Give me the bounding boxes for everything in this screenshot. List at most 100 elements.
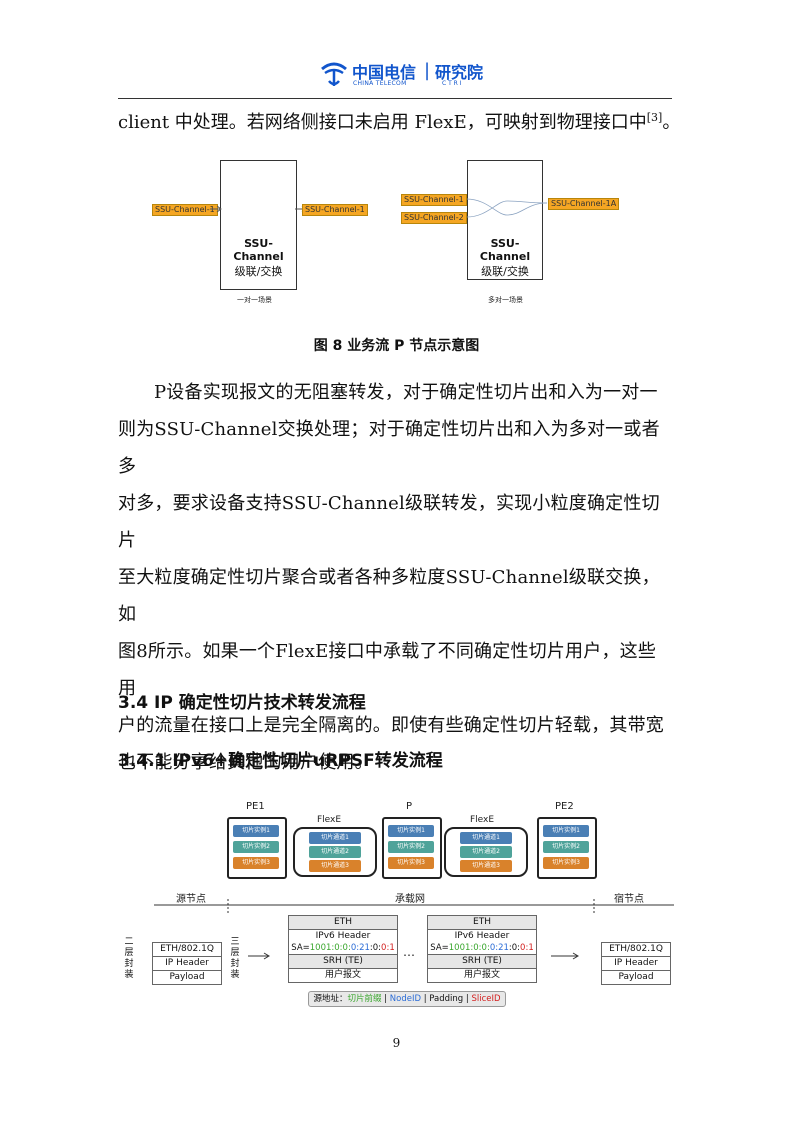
pe2-box: 切片实例1 切片实例2 切片实例3 xyxy=(537,817,597,879)
pe2-slice-3: 切片实例3 xyxy=(543,857,589,869)
flexe1-pipe: 切片通道1 切片通道2 切片通道3 xyxy=(293,827,377,877)
legend-padding: Padding xyxy=(429,994,464,1004)
pe2-slice-2: 切片实例2 xyxy=(543,841,589,853)
para-line-7: 也不能分享给其他的用户使用。 xyxy=(118,752,373,773)
para-line-1: P设备实现报文的无阻塞转发，对于确定性切片出和入为一对一 xyxy=(154,382,658,403)
mid2-user: 用户报文 xyxy=(428,969,536,983)
page-number: 9 xyxy=(392,1036,401,1050)
para-line-6: 户的流量在接口上是完全隔离的。即使有些确定性切片轻载，其带宽 xyxy=(118,715,664,736)
mid2-sa-p1: 1001:0:0: xyxy=(448,943,490,953)
left-scenario-label: 一对一场景 xyxy=(237,296,272,304)
pe2-label: PE2 xyxy=(555,801,574,812)
flexe2-channel-3: 切片通道3 xyxy=(460,860,512,872)
mid1-srh: SRH (TE) xyxy=(289,955,397,969)
mid2-sa-prefix: SA= xyxy=(430,943,449,953)
pe1-label: PE1 xyxy=(246,801,265,812)
left-box-line2: 级联/交换 xyxy=(234,265,283,278)
mid1-eth: ETH xyxy=(289,916,397,930)
flexe2-label: FlexE xyxy=(470,815,495,825)
left-out-tag: SSU-Channel-1 xyxy=(302,204,368,216)
src-payload: Payload xyxy=(153,971,221,985)
top-line-end: 。 xyxy=(662,112,681,133)
mid2-sa-p3: :0: xyxy=(508,943,521,953)
header-rule xyxy=(118,98,672,99)
mid1-ipv6-title: IPv6 Header xyxy=(315,931,371,941)
right-ssu-box: SSU-Channel 级联/交换 xyxy=(467,160,543,280)
arrow-1-icon xyxy=(248,952,270,960)
right-box-line2: 级联/交换 xyxy=(481,265,529,278)
right-cross-lines xyxy=(467,198,547,218)
figure-8: SSU-Channel 级联/交换 SSU-Channel-1 SSU-Chan… xyxy=(140,155,660,315)
region-source: 源节点 xyxy=(176,894,206,905)
legend-sep-2: | xyxy=(421,994,430,1004)
left-in-arrow xyxy=(210,205,222,213)
top-line-text: client 中处理。若网络侧接口未启用 FlexE，可映射到物理接口中 xyxy=(118,112,647,133)
left-box-line1: SSU-Channel xyxy=(233,237,284,263)
region-divider-line xyxy=(154,899,674,913)
src-eth: ETH/802.1Q xyxy=(153,943,221,957)
top-line-ref: [3] xyxy=(646,111,663,124)
mid-stack-2: ETH IPv6 Header SA=1001:0:0:0:21:0:0:1 S… xyxy=(427,915,537,983)
flexe1-channel-1: 切片通道1 xyxy=(309,832,361,844)
legend-prefix: 源地址： xyxy=(313,994,348,1004)
dst-payload: Payload xyxy=(602,971,670,985)
mid2-eth: ETH xyxy=(428,916,536,930)
right-box-line1: SSU-Channel xyxy=(479,237,531,263)
dst-stack: ETH/802.1Q IP Header Payload xyxy=(601,942,671,985)
layer2-label: 二 层 封 装 xyxy=(124,937,134,981)
layer3-char-1: 三 xyxy=(230,937,240,947)
right-scenario-label: 多对一场景 xyxy=(488,296,523,304)
right-in-tag-2: SSU-Channel-2 xyxy=(401,212,467,224)
body-paragraph: P设备实现报文的无阻塞转发，对于确定性切片出和入为一对一 则为SSU-Chann… xyxy=(118,374,674,781)
pe1-slice-1: 切片实例1 xyxy=(233,825,279,837)
flexe2-channel-1: 切片通道1 xyxy=(460,832,512,844)
region-dest: 宿节点 xyxy=(614,894,644,905)
legend-sep-3: | xyxy=(463,994,472,1004)
layer2-char-1: 二 xyxy=(124,937,134,947)
mid2-ipv6-title: IPv6 Header xyxy=(454,931,510,941)
mid1-ipv6: IPv6 Header SA=1001:0:0:0:21:0:0:1 xyxy=(289,930,397,955)
para-line-3: 对多，要求设备支持SSU-Channel级联转发，实现小粒度确定性切片 xyxy=(118,493,660,551)
layer3-char-4: 装 xyxy=(230,970,240,980)
mid2-ipv6: IPv6 Header SA=1001:0:0:0:21:0:0:1 xyxy=(428,930,536,955)
legend-sep-1: | xyxy=(381,994,390,1004)
legend-nodeid: NodeID xyxy=(389,994,422,1004)
left-ssu-box: SSU-Channel 级联/交换 xyxy=(220,160,297,290)
section-3-4-heading: 3.4 IP 确定性切片技术转发流程 xyxy=(118,693,366,713)
institute-cn: 研究院 xyxy=(435,63,484,82)
left-in-tag: SSU-Channel-1 xyxy=(152,204,218,216)
layer2-char-4: 装 xyxy=(124,970,134,980)
p-label: P xyxy=(406,801,413,812)
figure-9: PE1 FlexE P FlexE PE2 切片实例1 切片实例2 切片实例3 … xyxy=(118,795,674,1015)
layer2-char-2: 层 xyxy=(124,948,134,958)
src-stack: ETH/802.1Q IP Header Payload xyxy=(152,942,222,985)
para-line-5: 图8所示。如果一个FlexE接口中承载了不同确定性切片用户，这些用 xyxy=(118,641,657,699)
para-line-2: 则为SSU-Channel交换处理；对于确定性切片出和入为多对一或者多 xyxy=(118,419,660,477)
mid1-sa-p1: 1001:0:0: xyxy=(309,943,351,953)
flexe2-pipe: 切片通道1 切片通道2 切片通道3 xyxy=(444,827,528,877)
right-out-tag: SSU-Channel-1A xyxy=(548,198,620,210)
flexe2-channel-2: 切片通道2 xyxy=(460,846,512,858)
institute-en: C T R I xyxy=(442,80,462,87)
layer3-label: 三 层 封 装 xyxy=(230,937,240,981)
dst-eth: ETH/802.1Q xyxy=(602,943,670,957)
mid2-srh: SRH (TE) xyxy=(428,955,536,969)
pe2-slice-1: 切片实例1 xyxy=(543,825,589,837)
pe1-box: 切片实例1 切片实例2 切片实例3 xyxy=(227,817,287,879)
right-in-tag-1: SSU-Channel-1 xyxy=(401,194,467,206)
legend-slice-prefix: 切片前缀 xyxy=(347,994,382,1004)
logo-cn: 中国电信 xyxy=(352,63,417,82)
flexe1-label: FlexE xyxy=(317,815,342,825)
sa-legend: 源地址：切片前缀 | NodeID | Padding | SliceID xyxy=(308,991,506,1007)
legend-sliceid: SliceID xyxy=(471,994,501,1004)
p-slice-1: 切片实例1 xyxy=(388,825,434,837)
mid2-sa: SA=1001:0:0:0:21:0:0:1 xyxy=(428,942,536,954)
mid2-sa-p2: 0:21 xyxy=(489,943,509,953)
layer3-char-3: 封 xyxy=(230,959,240,969)
mid-stack-1: ETH IPv6 Header SA=1001:0:0:0:21:0:0:1 S… xyxy=(288,915,398,983)
pe1-slice-2: 切片实例2 xyxy=(233,841,279,853)
flexe1-channel-2: 切片通道2 xyxy=(309,846,361,858)
mid1-sa-p3: :0: xyxy=(369,943,382,953)
pe1-slice-3: 切片实例3 xyxy=(233,857,279,869)
figure-8-caption: 图 8 业务流 P 节点示意图 xyxy=(313,338,480,354)
